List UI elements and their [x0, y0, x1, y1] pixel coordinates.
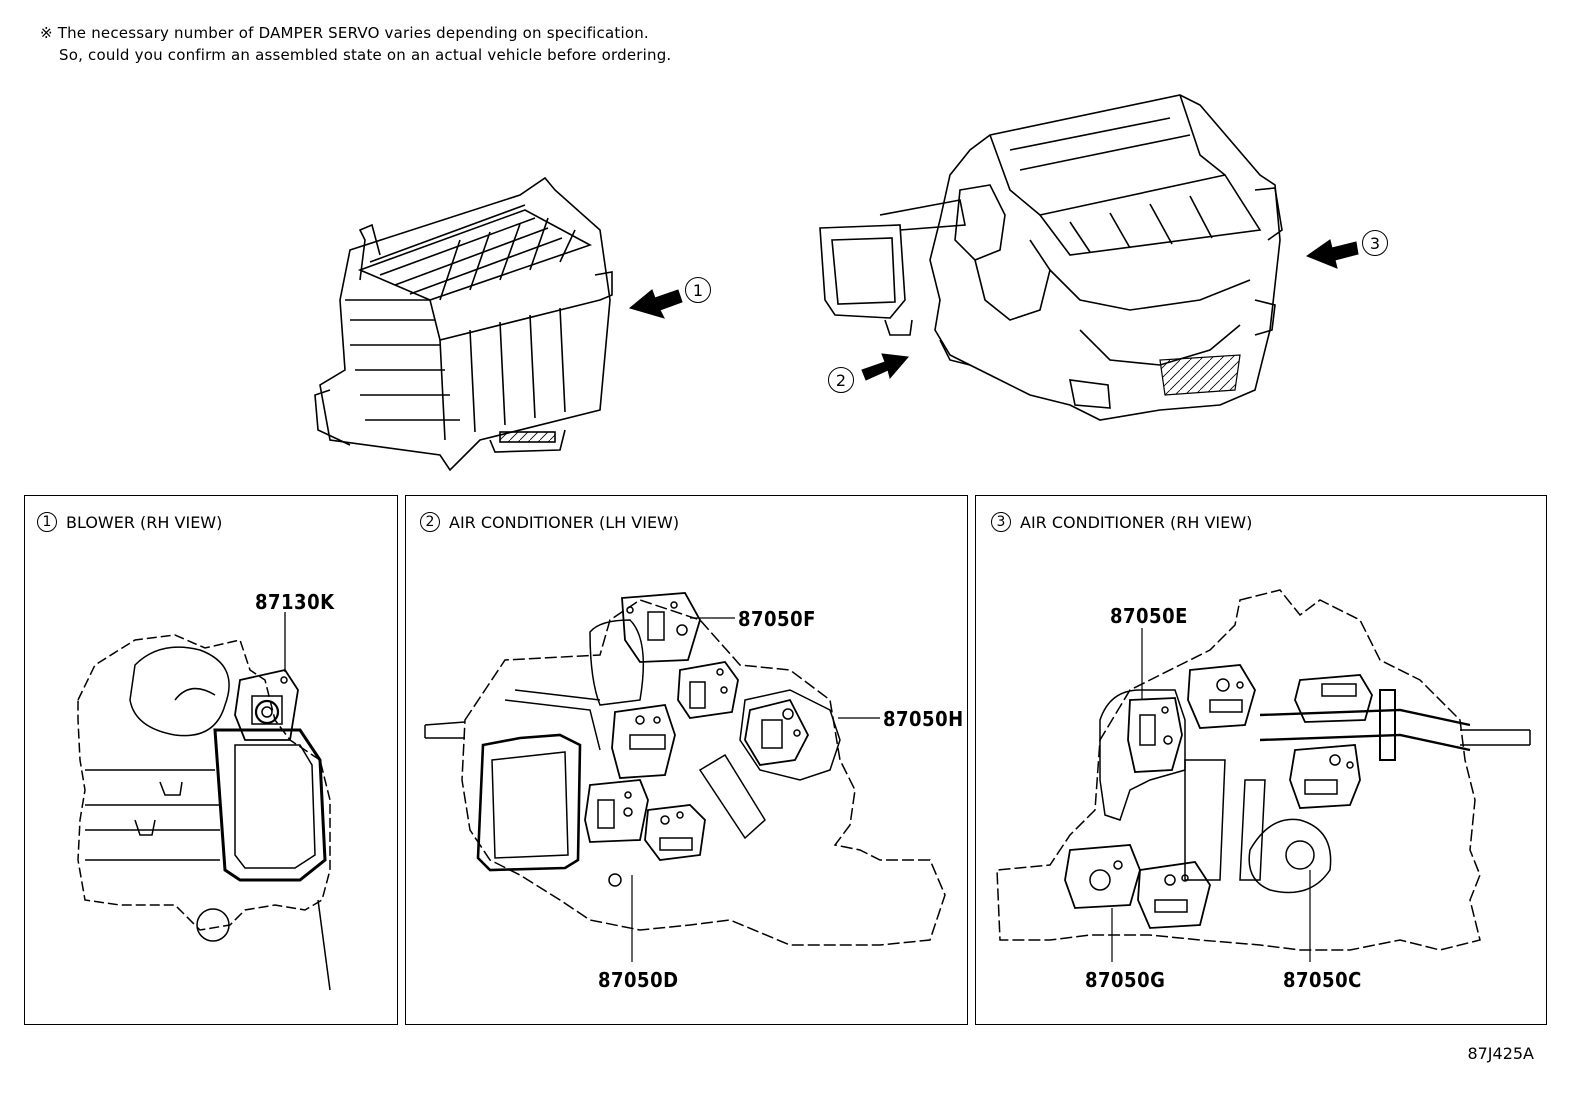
- panel-1-title: 1 BLOWER (RH VIEW): [37, 512, 222, 532]
- part-number-87050D[interactable]: 87050D: [598, 968, 679, 992]
- panel-3-number: 3: [991, 512, 1011, 532]
- ac-lh-view-illustration: [424, 592, 946, 962]
- panel-1-number: 1: [37, 512, 57, 532]
- panel-blower-rh-view: [24, 495, 398, 1025]
- part-number-87050H[interactable]: 87050H: [883, 707, 964, 731]
- air-conditioner-unit-illustration: [819, 94, 1283, 421]
- panel-2-number: 2: [420, 512, 440, 532]
- view-callout-3: 3: [1362, 230, 1388, 256]
- part-number-87050E[interactable]: 87050E: [1110, 604, 1188, 628]
- panel-1-title-text: BLOWER (RH VIEW): [66, 512, 223, 532]
- diagram-code: 87J425A: [1467, 1044, 1534, 1063]
- view-callout-1: 1: [685, 277, 711, 303]
- spec-note-line-1: ※ The necessary number of DAMPER SERVO v…: [40, 24, 649, 42]
- panel-ac-rh-view: [975, 495, 1547, 1025]
- panel-ac-lh-view: [405, 495, 968, 1025]
- view-callout-2: 2: [828, 367, 854, 393]
- blower-unit-illustration: [314, 176, 613, 472]
- panel-3-title: 3 AIR CONDITIONER (RH VIEW): [991, 512, 1252, 532]
- part-number-87050F[interactable]: 87050F: [738, 607, 816, 631]
- blower-rh-view-illustration: [77, 612, 331, 991]
- part-number-87050G[interactable]: 87050G: [1085, 968, 1166, 992]
- panel-2-title: 2 AIR CONDITIONER (LH VIEW): [420, 512, 679, 532]
- view-arrow-3: [1305, 239, 1359, 269]
- panel-3-title-text: AIR CONDITIONER (RH VIEW): [1020, 512, 1253, 532]
- view-arrow-1: [628, 289, 683, 319]
- ac-rh-view-illustration: [996, 589, 1531, 962]
- view-arrow-2: [861, 353, 909, 381]
- panel-2-title-text: AIR CONDITIONER (LH VIEW): [449, 512, 680, 532]
- spec-note-line-2: So, could you confirm an assembled state…: [59, 46, 672, 64]
- part-number-87050C[interactable]: 87050C: [1283, 968, 1362, 992]
- part-number-87130K[interactable]: 87130K: [255, 590, 335, 614]
